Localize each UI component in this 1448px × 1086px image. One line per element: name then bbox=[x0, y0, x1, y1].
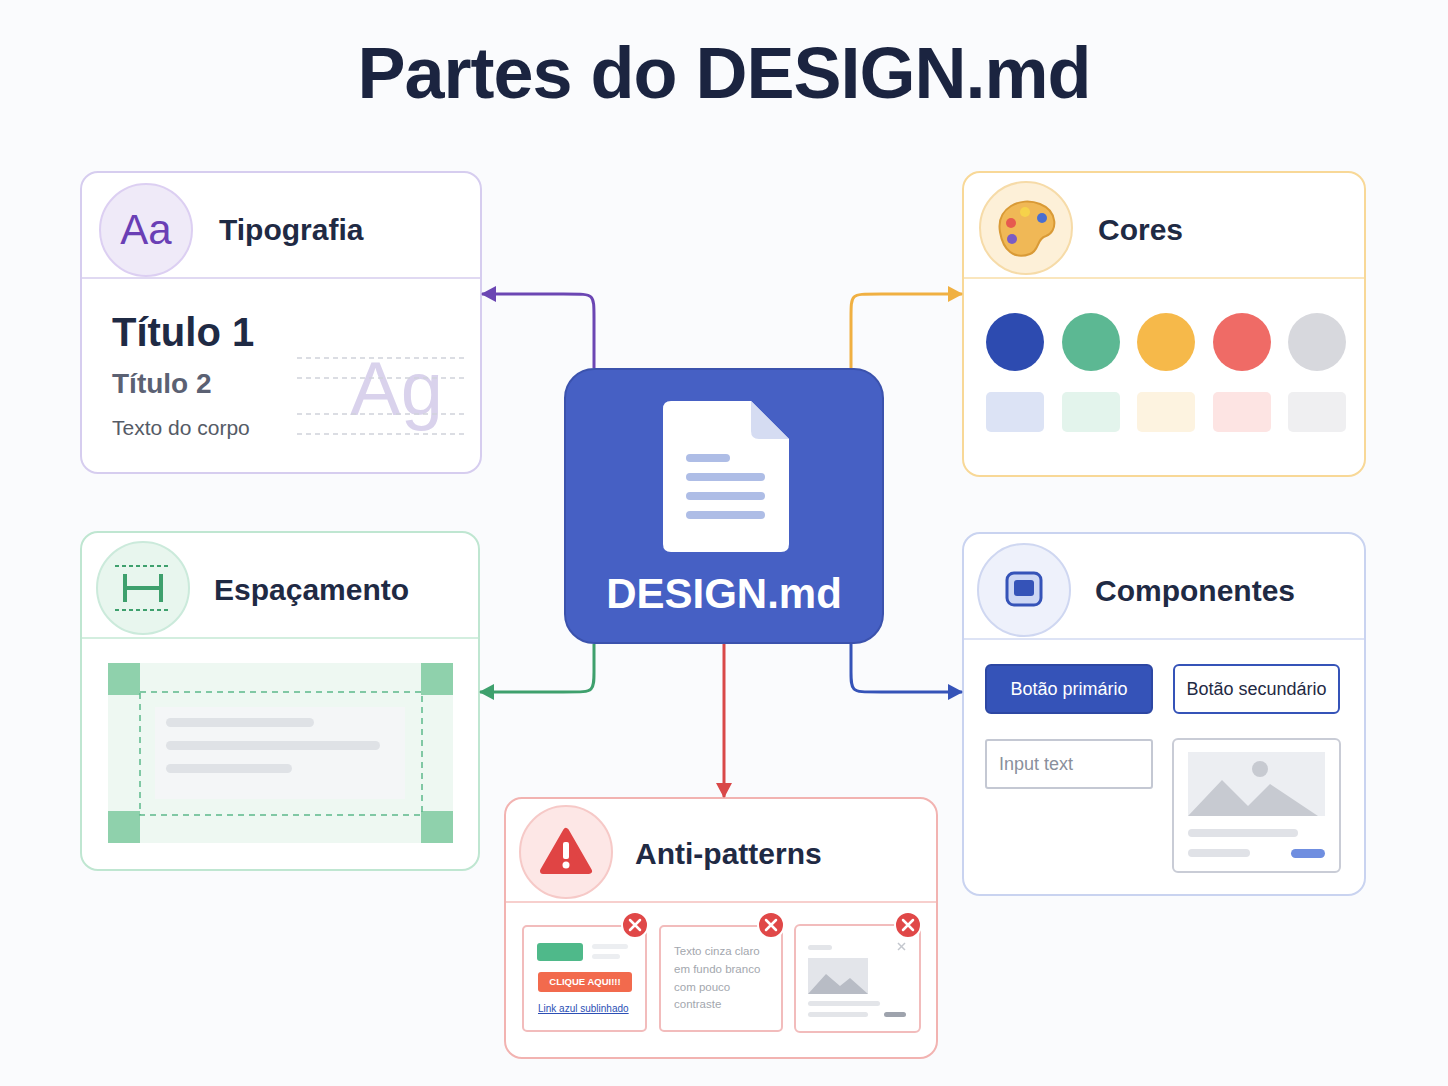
text-input: Input text bbox=[985, 739, 1153, 789]
card-heading: Anti-patterns bbox=[635, 837, 822, 872]
bad-link: Link azul sublinhado bbox=[538, 1003, 629, 1015]
connector-arrow bbox=[851, 644, 962, 692]
card-heading: Tipografia bbox=[219, 213, 363, 248]
card-heading: Componentes bbox=[1095, 574, 1295, 609]
section-card: ComponentesBotão primário Botão secundári… bbox=[962, 532, 1366, 896]
connector-arrow bbox=[851, 294, 962, 368]
bad-example-card: CLIQUE AQUI!!! Link azul sublinhado bbox=[522, 925, 647, 1032]
section-card: Espaçamento bbox=[80, 531, 480, 871]
section-card: Cores bbox=[962, 171, 1366, 477]
secondary-button: Botão secundário bbox=[1173, 664, 1340, 714]
bad-button-label: CLIQUE AQUI!!! bbox=[538, 972, 632, 992]
primary-button: Botão primário bbox=[985, 664, 1153, 714]
sample-subheading: Título 2 bbox=[112, 368, 212, 400]
page-title: Partes do DESIGN.md bbox=[0, 32, 1448, 115]
card-heading: Cores bbox=[1098, 213, 1183, 248]
section-card: Anti-patternsCLIQUE AQUI!!! Link azul sub… bbox=[504, 797, 938, 1059]
file-name: DESIGN.md bbox=[566, 570, 882, 618]
icon-glyph: Aa bbox=[99, 183, 193, 277]
connector-arrow bbox=[723, 644, 726, 797]
input-placeholder: Input text bbox=[999, 741, 1073, 787]
central-file-box: DESIGN.md bbox=[564, 368, 884, 644]
connector-arrow bbox=[482, 294, 594, 368]
card-heading: Espaçamento bbox=[214, 573, 409, 608]
low-contrast-text: Texto cinza claro em fundo branco com po… bbox=[674, 943, 776, 1014]
type-specimen: Ag bbox=[350, 345, 443, 432]
button-label: Botão primário bbox=[987, 666, 1151, 712]
button-label: Botão secundário bbox=[1175, 666, 1338, 712]
sample-heading: Título 1 bbox=[112, 309, 254, 355]
section-card: Aa TipografiaTítulo 1 Título 2 Texto do cor… bbox=[80, 171, 482, 474]
sample-body: Texto do corpo bbox=[112, 416, 250, 440]
connector-arrow bbox=[480, 644, 594, 692]
bad-example-card: Texto cinza claro em fundo branco com po… bbox=[659, 925, 783, 1032]
